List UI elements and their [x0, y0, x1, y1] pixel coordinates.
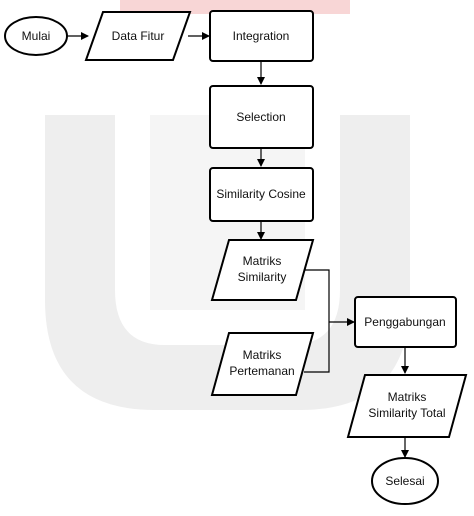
- node-matriks-pertemanan-label-line1: Matriks: [243, 348, 282, 362]
- node-data-fitur-label: Data Fitur: [112, 29, 165, 43]
- node-similarity-cosine-label: Similarity Cosine: [216, 187, 306, 201]
- node-matriks-similarity: Matriks Similarity: [210, 239, 315, 301]
- node-integration: Integration: [209, 10, 314, 62]
- connectors: [67, 32, 409, 458]
- node-penggabungan-label: Penggabungan: [364, 315, 445, 329]
- node-matriks-similarity-total-label-line2: Similarity Total: [368, 406, 445, 420]
- node-selesai-label: Selesai: [385, 474, 424, 488]
- node-matriks-pertemanan-label-line2: Pertemanan: [229, 364, 294, 378]
- node-integration-label: Integration: [233, 29, 290, 43]
- node-matriks-similarity-label-line2: Similarity: [238, 270, 287, 284]
- node-penggabungan: Penggabungan: [354, 296, 457, 348]
- node-selesai: Selesai: [371, 457, 439, 505]
- edge-matriks-similarity-to-junction: [304, 269, 330, 373]
- node-matriks-similarity-label-line1: Matriks: [243, 254, 282, 268]
- node-matriks-similarity-total-label-line1: Matriks: [388, 390, 427, 404]
- node-data-fitur: Data Fitur: [84, 11, 192, 61]
- node-selection: Selection: [209, 85, 314, 149]
- node-matriks-pertemanan: Matriks Pertemanan: [210, 332, 315, 396]
- node-selection-label: Selection: [236, 110, 285, 124]
- node-mulai-label: Mulai: [22, 29, 51, 43]
- node-mulai: Mulai: [4, 16, 68, 56]
- node-matriks-similarity-total: Matriks Similarity Total: [346, 374, 468, 438]
- node-similarity-cosine: Similarity Cosine: [209, 167, 314, 222]
